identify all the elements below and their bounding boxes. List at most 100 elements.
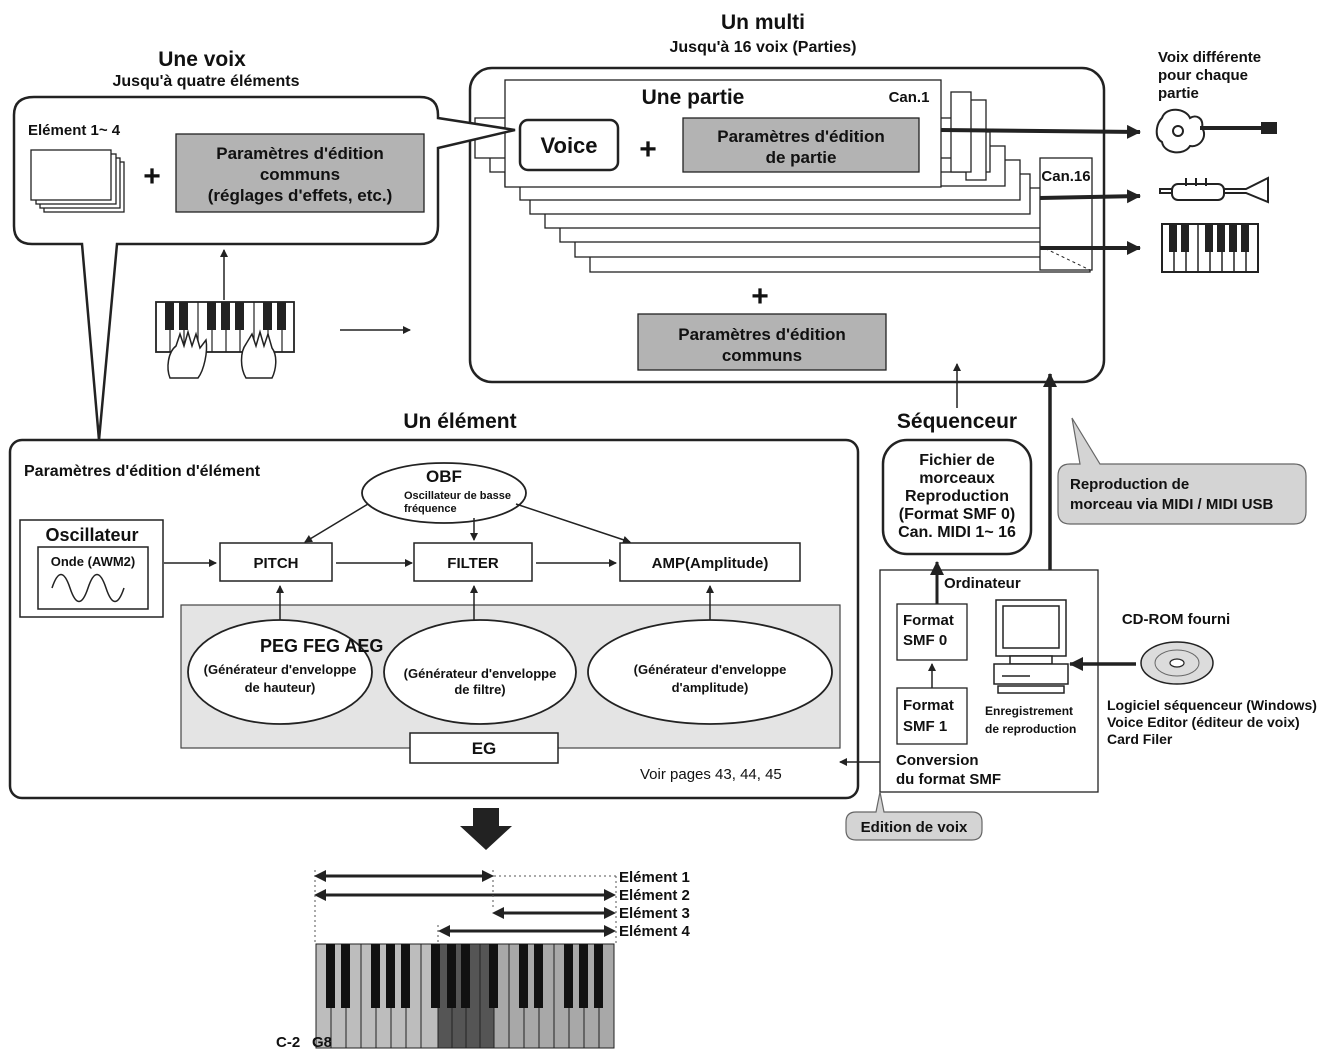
element-section-title: Un élément	[403, 410, 516, 433]
voice-plus-sign: +	[143, 160, 161, 193]
obf-desc-line2: fréquence	[404, 503, 457, 515]
cd-icon	[1140, 641, 1214, 685]
song-file-box	[881, 438, 1033, 556]
computer-icon	[993, 599, 1069, 694]
part-params-box	[682, 117, 920, 173]
voice-section-subtitle: Jusqu'à quatre éléments	[113, 73, 300, 90]
sequencer-title: Séquenceur	[897, 410, 1017, 433]
voice-edit-label: Edition de voix	[861, 819, 968, 836]
trumpet-icon	[1159, 176, 1269, 204]
aeg-line1: (Générateur d'enveloppe	[634, 662, 787, 677]
range-label-element-1: Elément 1	[619, 869, 690, 886]
peg-line1: (Générateur d'enveloppe	[204, 662, 357, 677]
voice-common-line3: (réglages d'effets, etc.)	[208, 186, 393, 205]
filter-label: FILTER	[447, 555, 499, 572]
voice-box	[518, 118, 620, 172]
multi-subtitle: Jusqu'à 16 voix (Parties)	[670, 39, 857, 56]
obf-desc-line1: Oscillateur de basse	[404, 490, 511, 502]
voice-common-line2: communs	[260, 165, 340, 184]
keyboard-icon	[1161, 223, 1259, 273]
instruments-caption-line1: Voix différente	[1158, 49, 1261, 66]
range-low-note: C-2	[276, 1034, 300, 1051]
midi-playback-line2: morceau via MIDI / MIDI USB	[1070, 496, 1274, 513]
filter-box	[413, 542, 533, 582]
element-count-label: Elément 1~ 4	[28, 122, 121, 139]
eg-box	[409, 732, 559, 764]
smf0-line2: SMF 0	[903, 632, 947, 649]
multi-plus-sign: +	[639, 133, 657, 166]
range-label-element-3: Elément 3	[619, 905, 690, 922]
part-params-line1: Paramètres d'édition	[717, 127, 885, 146]
instruments-caption-line3: partie	[1158, 85, 1199, 102]
piano-hands-icon	[155, 301, 295, 379]
aeg-line2: d'amplitude)	[672, 680, 749, 695]
conversion-line1: Conversion	[896, 752, 979, 769]
range-keyboard	[315, 943, 615, 1049]
midi-playback-callout	[1057, 417, 1307, 525]
multi-common-line2: communs	[722, 346, 802, 365]
pitch-box	[219, 542, 333, 582]
peg-line2: de hauteur)	[245, 680, 316, 695]
element-params-title: Paramètres d'édition d'élément	[24, 463, 261, 480]
software-line1: Logiciel séquenceur (Windows)	[1107, 697, 1317, 713]
down-arrow-icon	[460, 808, 512, 850]
smf1-line1: Format	[903, 697, 954, 714]
channel-first-label: Can.1	[889, 89, 930, 106]
software-line2: Voice Editor (éditeur de voix)	[1107, 714, 1300, 730]
recording-line1: Enregistrement	[985, 704, 1073, 718]
multi-common-params-box	[637, 313, 887, 371]
multi-title: Un multi	[721, 11, 805, 34]
peg-ellipse	[187, 619, 373, 725]
smf0-box	[896, 603, 968, 661]
eg-types-label: PEG FEG AEG	[260, 636, 383, 656]
aeg-ellipse	[587, 619, 833, 725]
feg-ellipse	[383, 619, 577, 725]
conversion-line2: du format SMF	[896, 771, 1001, 788]
recording-line2: de reproduction	[985, 722, 1076, 736]
instruments-caption-line2: pour chaque	[1158, 67, 1248, 84]
element-pages-ref: Voir pages 43, 44, 45	[640, 766, 782, 783]
range-high-note: G8	[312, 1034, 332, 1051]
smf1-box	[896, 687, 968, 745]
computer-title: Ordinateur	[944, 575, 1021, 592]
part-params-line2: de partie	[766, 148, 837, 167]
common-plus-sign: +	[751, 280, 769, 313]
output-arrow-guitar	[940, 124, 1141, 139]
obf-ellipse	[361, 462, 527, 524]
feg-line2: de filtre)	[454, 682, 505, 697]
cdrom-title: CD-ROM fourni	[1122, 611, 1230, 628]
song-file-line5: Can. MIDI 1~ 16	[898, 524, 1016, 541]
midi-playback-line1: Reproduction de	[1070, 476, 1189, 493]
feg-line1: (Générateur d'enveloppe	[404, 666, 557, 681]
smf0-line1: Format	[903, 612, 954, 629]
voice-common-params-box	[175, 133, 425, 213]
software-line3: Card Filer	[1107, 731, 1173, 747]
song-file-line3: Reproduction	[905, 488, 1009, 505]
amp-box	[619, 542, 801, 582]
voice-section-title: Une voix	[158, 48, 246, 71]
voice-label: Voice	[540, 133, 597, 158]
element-sheets	[30, 149, 125, 213]
song-file-line4: (Format SMF 0)	[899, 506, 1015, 523]
wave-label: Onde (AWM2)	[51, 554, 136, 569]
amp-label: AMP(Amplitude)	[652, 555, 769, 572]
guitar-icon	[1155, 108, 1277, 154]
voice-common-line1: Paramètres d'édition	[216, 144, 384, 163]
song-file-line2: morceaux	[919, 470, 995, 487]
sine-wave-icon	[51, 573, 125, 603]
range-label-element-4: Elément 4	[619, 923, 691, 940]
pitch-label: PITCH	[254, 555, 299, 572]
part-title: Une partie	[642, 86, 745, 109]
oscillator-title: Oscillateur	[45, 525, 138, 545]
smf1-line2: SMF 1	[903, 718, 947, 735]
obf-title: OBF	[426, 467, 462, 486]
channel-last-label: Can.16	[1041, 168, 1090, 185]
eg-label: EG	[472, 739, 497, 758]
range-label-element-2: Elément 2	[619, 887, 690, 904]
voice-edit-callout	[845, 791, 983, 841]
song-file-line1: Fichier de	[919, 452, 995, 469]
output-arrow-trumpet	[1039, 189, 1141, 204]
element-range-arrows	[314, 870, 616, 937]
multi-common-line1: Paramètres d'édition	[678, 325, 846, 344]
